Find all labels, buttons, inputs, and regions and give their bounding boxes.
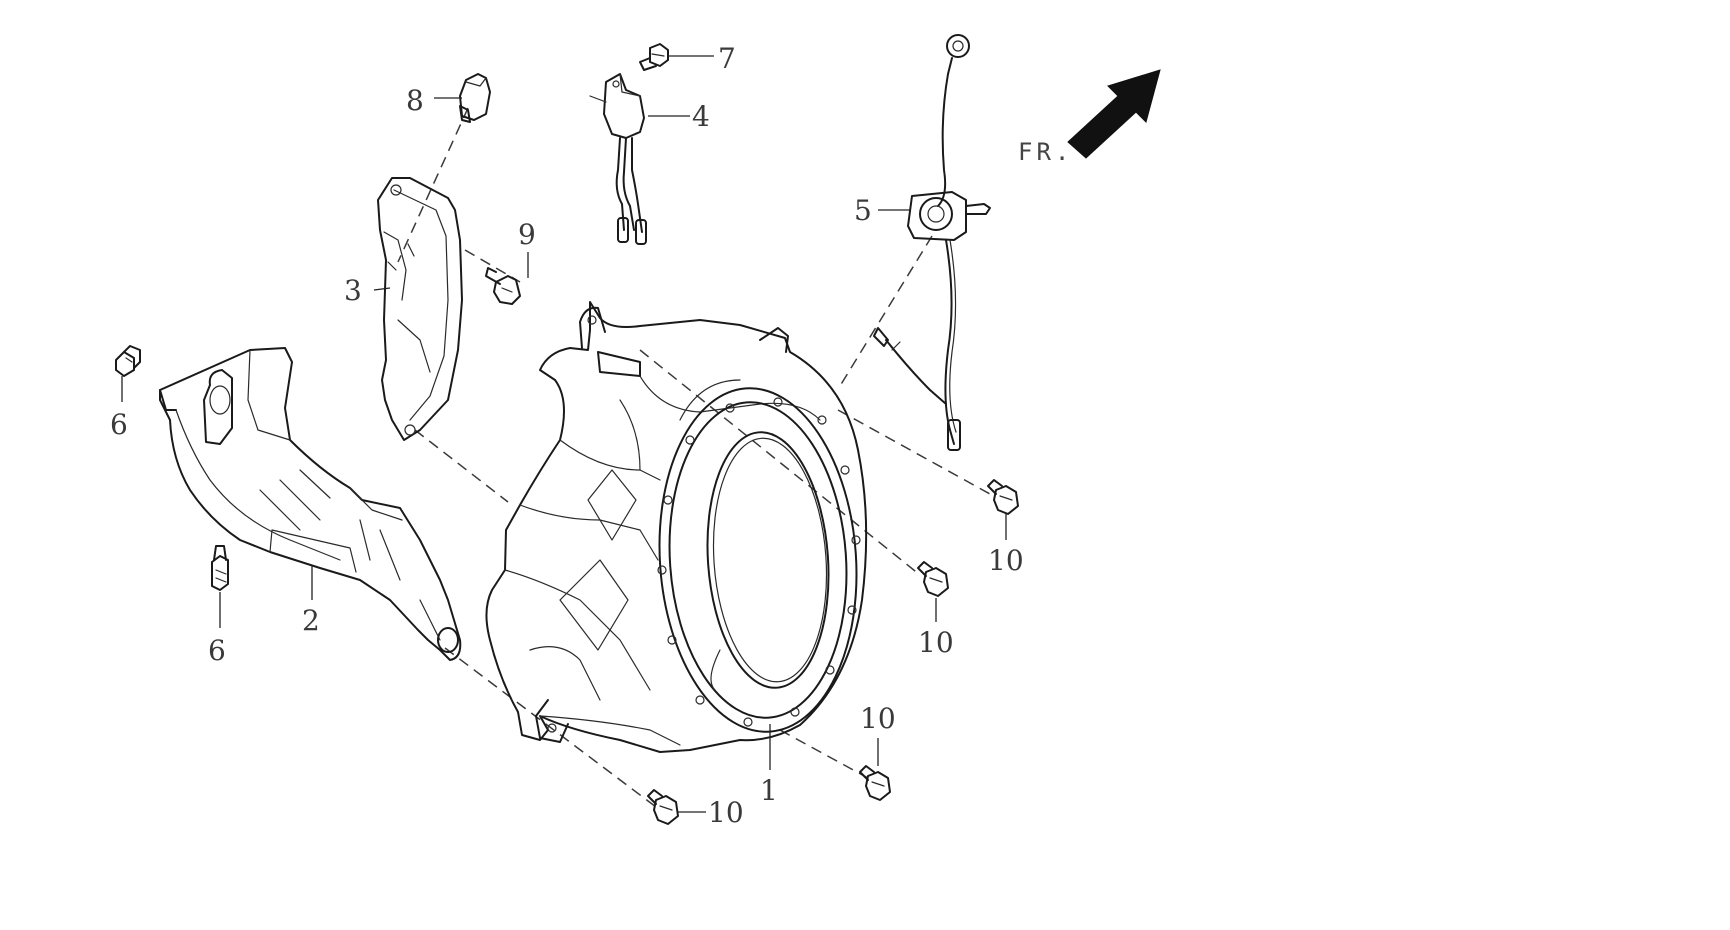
callout-9: 9 <box>518 218 536 251</box>
bolt-9 <box>485 267 521 305</box>
connector-cap-8 <box>459 73 491 123</box>
bolt-7 <box>639 43 669 71</box>
front-direction-indicator: FR. <box>1018 69 1161 166</box>
callout-2: 2 <box>302 604 320 637</box>
callout-6-top: 6 <box>110 408 128 441</box>
bolt-10-bottom-left <box>647 789 679 825</box>
callout-3: 3 <box>344 274 362 307</box>
bolt-10-right-top <box>987 479 1019 515</box>
callout-10-bottom-right: 10 <box>860 702 896 735</box>
ignition-module <box>589 73 647 245</box>
bolt-10-right-mid <box>917 561 949 597</box>
callout-7: 7 <box>718 42 736 75</box>
callout-labels: 1 2 3 4 5 6 6 7 8 9 10 10 10 10 <box>110 42 1024 829</box>
callout-5: 5 <box>854 194 872 227</box>
assembly-guide-lines <box>397 107 991 811</box>
callout-10-bottom-left: 10 <box>708 796 744 829</box>
callout-6-bottom: 6 <box>208 634 226 667</box>
callout-8: 8 <box>406 84 424 117</box>
callout-leader-lines <box>121 55 1007 813</box>
callout-10-right-top: 10 <box>988 544 1024 577</box>
bolt-10-bottom-right <box>859 765 891 801</box>
callout-4: 4 <box>692 100 710 133</box>
bolt-6-top <box>115 345 141 377</box>
side-cover-plate <box>377 177 463 441</box>
front-label: FR. <box>1018 138 1073 166</box>
callout-10-right-mid: 10 <box>918 626 954 659</box>
fan-cover-shroud <box>485 301 868 753</box>
front-direction-arrow-icon <box>1067 69 1161 159</box>
lower-air-guide <box>159 347 462 661</box>
stop-switch-with-wire <box>873 34 991 451</box>
callout-1: 1 <box>760 774 778 807</box>
bolt-6-bottom <box>211 545 229 591</box>
